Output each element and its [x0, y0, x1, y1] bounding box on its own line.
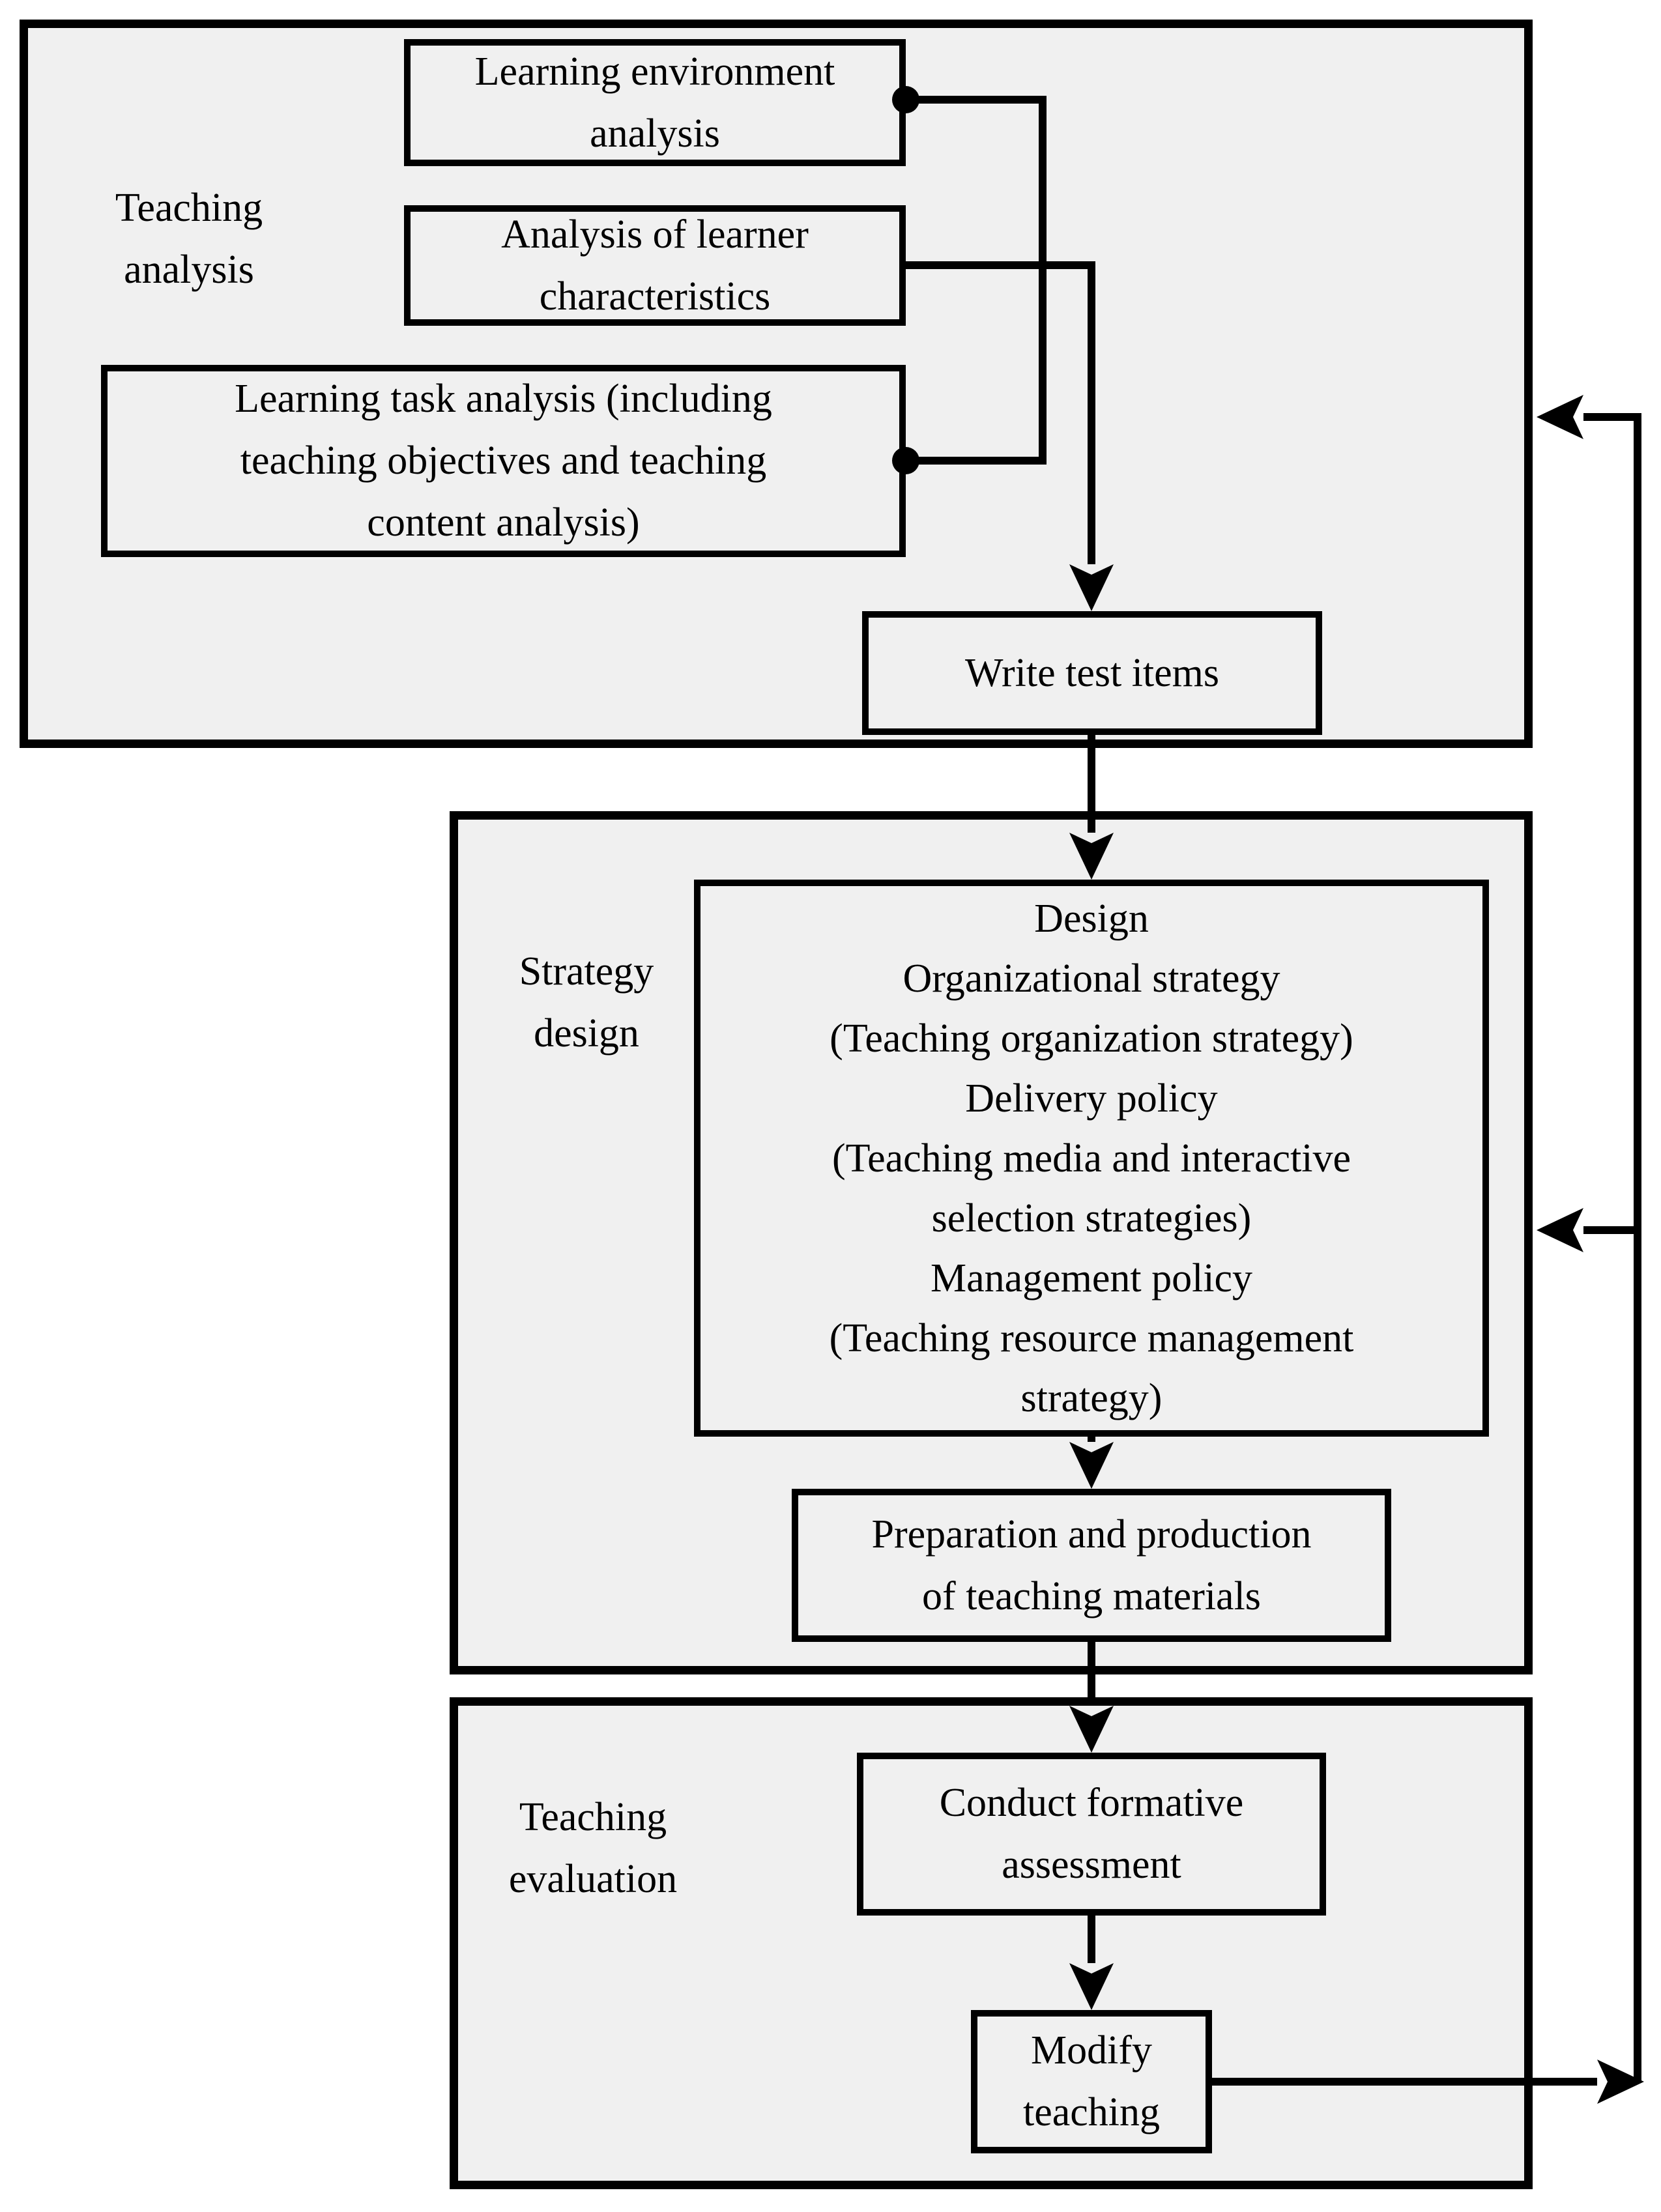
node-text-line: Learning environment [474, 49, 835, 94]
node-text-line: (Teaching organization strategy) [830, 1016, 1353, 1061]
node-text-line: content analysis) [367, 500, 640, 545]
node-design-strategies: Design Organizational strategy (Teaching… [694, 880, 1489, 1437]
section-label-line: evaluation [508, 1857, 678, 1901]
node-text-line: teaching objectives and teaching [240, 438, 767, 483]
node-analysis-of-learner-characteristics: Analysis of learner characteristics [404, 205, 906, 326]
node-text-line: Conduct formative [939, 1781, 1244, 1825]
node-text-line: Delivery policy [965, 1076, 1218, 1121]
node-text-line: Organizational strategy [903, 956, 1280, 1001]
node-learning-task-analysis: Learning task analysis (including teachi… [101, 365, 906, 557]
node-text-line: Modify [1031, 2028, 1152, 2073]
section-label-teaching-evaluation: Teaching evaluation [463, 1787, 723, 1910]
node-text-line: of teaching materials [922, 1573, 1261, 1618]
section-label-teaching-analysis: Teaching analysis [59, 177, 319, 301]
node-text-line: (Teaching media and interactive [831, 1136, 1351, 1181]
node-learning-environment-analysis: Learning environment analysis [404, 39, 906, 166]
section-label-line: design [534, 1011, 639, 1056]
node-text-line: teaching [1022, 2090, 1160, 2134]
node-text-line: (Teaching resource management [829, 1315, 1354, 1360]
arrowhead-into-feedback-line [1597, 2060, 1644, 2104]
node-text-line: analysis [590, 111, 720, 156]
node-text-line: Analysis of learner [501, 212, 809, 257]
feedback-line [1583, 413, 1641, 2082]
node-write-test-items: Write test items [862, 611, 1322, 735]
feedback-arrowhead-into-teaching-analysis [1537, 395, 1583, 439]
node-text-line: Management policy [930, 1256, 1253, 1300]
section-label-line: Strategy [519, 949, 654, 994]
node-text-line: strategy) [1020, 1375, 1163, 1420]
feedback-arrowhead-into-strategy-design [1537, 1208, 1583, 1252]
node-text-line: characteristics [539, 274, 771, 319]
section-label-line: Teaching [115, 186, 263, 230]
node-conduct-formative-assessment: Conduct formative assessment [857, 1753, 1326, 1916]
node-text-line: Write test items [964, 650, 1220, 695]
section-label-line: analysis [124, 248, 254, 292]
node-text-line: Preparation and production [871, 1512, 1312, 1557]
node-preparation-of-teaching-materials: Preparation and production of teaching m… [792, 1489, 1391, 1642]
node-text-line: Learning task analysis (including [235, 377, 772, 421]
section-label-line: Teaching [519, 1795, 667, 1839]
node-text-line: assessment [1002, 1843, 1181, 1887]
section-label-strategy-design: Strategy design [456, 941, 717, 1065]
node-modify-teaching: Modify teaching [971, 2010, 1212, 2153]
node-text-line: Design [1034, 896, 1149, 941]
node-text-line: selection strategies) [931, 1196, 1252, 1241]
